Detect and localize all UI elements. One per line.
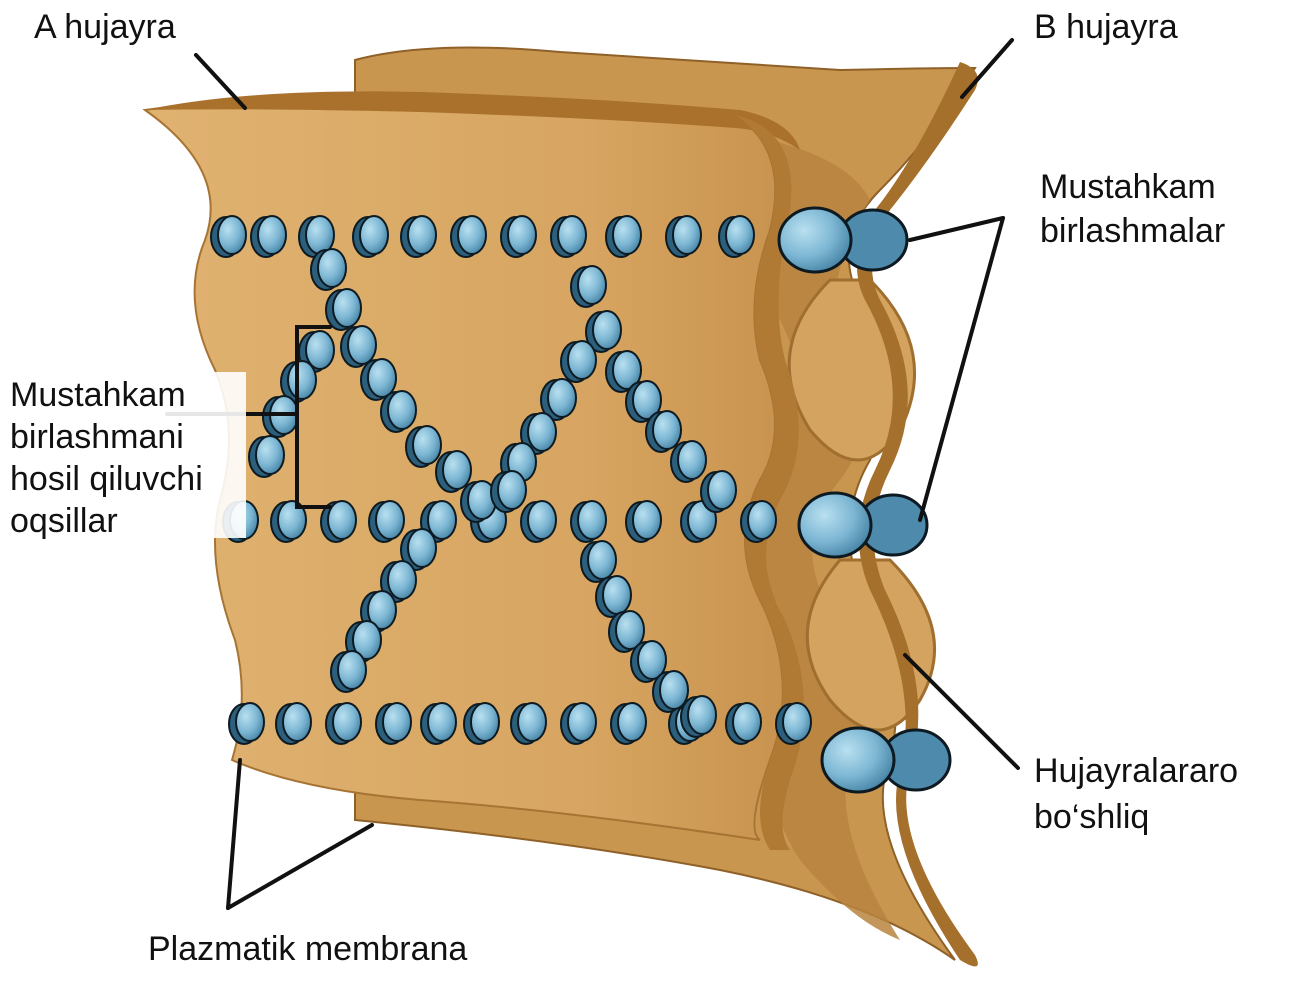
junction-protein: [369, 501, 404, 542]
junction-protein: [326, 289, 361, 330]
junction-protein: [666, 216, 701, 257]
junction-protein: [581, 541, 616, 582]
leader-membrane-a: [228, 760, 240, 908]
tight-junctions-label-line1: Mustahkam: [1040, 168, 1216, 206]
junction-protein: [726, 703, 761, 744]
space-label-line1: Hujayralararo: [1034, 752, 1238, 790]
junction-protein: [381, 391, 416, 432]
junction-protein: [276, 703, 311, 744]
junction-protein: [606, 216, 641, 257]
space-label-line2: bo‘shliq: [1034, 798, 1149, 836]
plasma-membrane-label: Plazmatik membrana: [148, 930, 467, 968]
junction-protein: [263, 396, 298, 437]
junction-protein: [571, 501, 606, 542]
proteins-label-line1: Mustahkam: [10, 376, 186, 414]
junction-protein: [626, 501, 661, 542]
junction-protein: [249, 436, 284, 477]
proteins-label-line2: birlashmani: [10, 418, 184, 456]
junction-protein: [311, 249, 346, 290]
cell-a-label: A hujayra: [34, 8, 176, 46]
junction-protein: [681, 696, 716, 737]
leader-junction-mid: [920, 218, 1003, 520]
junction-protein: [326, 703, 361, 744]
junction-protein: [611, 703, 646, 744]
junction-protein: [701, 471, 736, 512]
junction-protein: [406, 426, 441, 467]
leader-junction-top: [910, 218, 1003, 240]
junction-protein: [719, 216, 754, 257]
junction-protein: [776, 703, 811, 744]
cell-b-label: B hujayra: [1034, 8, 1178, 46]
junction-protein: [501, 216, 536, 257]
leader-membrane-b: [228, 825, 372, 908]
junction-protein: [521, 501, 556, 542]
junction-protein: [561, 703, 596, 744]
junction-protein: [741, 501, 776, 542]
junction-protein: [401, 216, 436, 257]
junction-protein: [376, 703, 411, 744]
junction-protein: [491, 471, 526, 512]
proteins-label-line4: oqsillar: [10, 502, 118, 540]
tight-junctions-label-line2: birlashmalar: [1040, 212, 1225, 250]
junction-protein: [671, 441, 706, 482]
junction-protein: [251, 216, 286, 257]
junction-protein: [421, 703, 456, 744]
junction-protein: [551, 216, 586, 257]
junction-protein: [561, 341, 596, 382]
junction-protein: [211, 216, 246, 257]
junction-protein: [464, 703, 499, 744]
junction-protein: [451, 216, 486, 257]
junction-protein: [571, 266, 606, 307]
junction-protein: [511, 703, 546, 744]
junction-protein: [353, 216, 388, 257]
junction-protein: [229, 703, 264, 744]
junction-protein: [331, 651, 366, 692]
proteins-label-line3: hosil qiluvchi: [10, 460, 203, 498]
